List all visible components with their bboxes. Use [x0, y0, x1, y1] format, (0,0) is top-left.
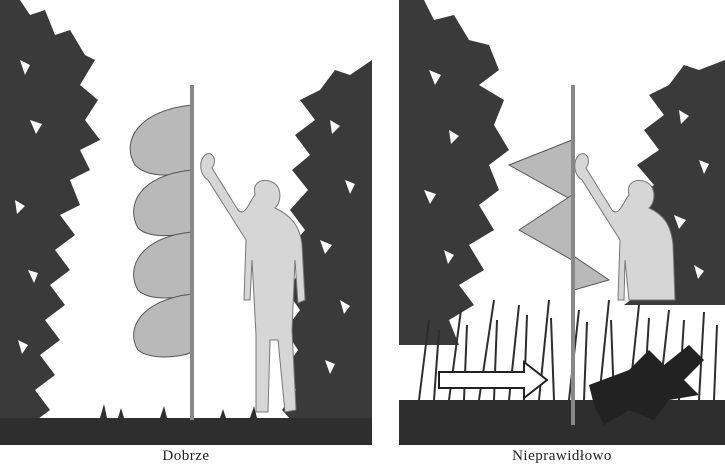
caption-incorrect: Nieprawidłowo: [399, 448, 725, 465]
ground: [399, 400, 725, 445]
scene-incorrect-illustration: [399, 0, 725, 445]
net-pole: [571, 85, 575, 425]
grass-tufts: [100, 404, 257, 418]
person-silhouette: [201, 154, 305, 412]
scene-correct-illustration: [0, 0, 372, 445]
ground: [0, 418, 372, 445]
mist-net-folded: [130, 105, 192, 357]
left-foliage: [0, 0, 100, 430]
net-pole: [190, 85, 194, 420]
arrow-pointing-right: [439, 362, 547, 398]
panel-incorrect: [399, 0, 725, 445]
caption-correct: Dobrze: [0, 448, 372, 465]
panel-correct: [0, 0, 372, 445]
left-foliage: [399, 0, 509, 345]
mist-net-stretched: [509, 140, 609, 290]
